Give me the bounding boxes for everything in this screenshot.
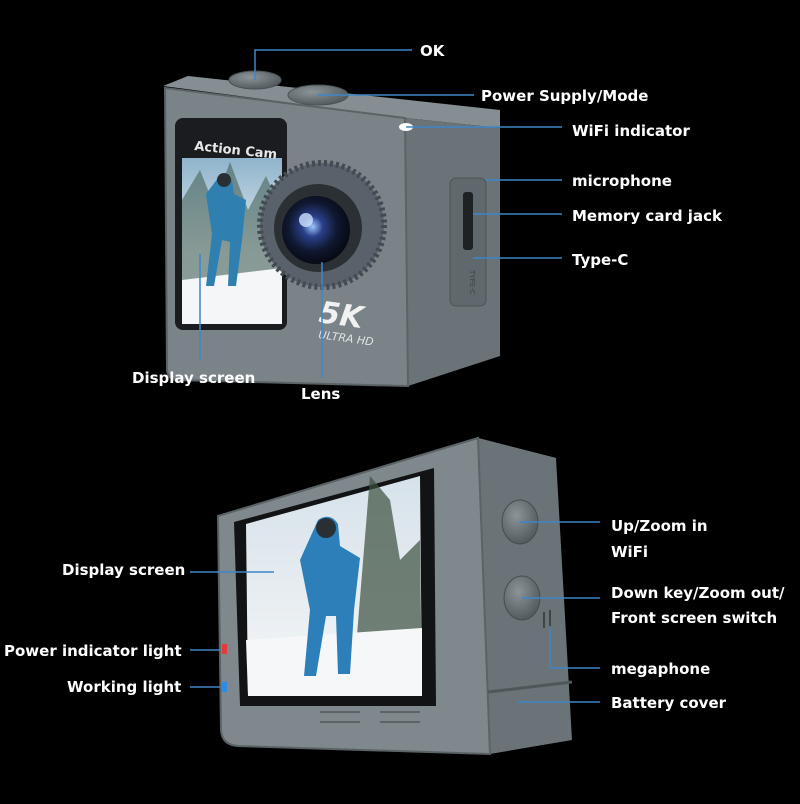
label-down-zoom-line1: Down key/Zoom out/ — [611, 584, 785, 602]
label-microphone: microphone — [572, 172, 672, 190]
memory-card-slot-icon — [463, 192, 473, 250]
battery-cover-seam — [487, 680, 573, 694]
bottom-camera — [216, 436, 573, 756]
label-wifi-indicator: WiFi indicator — [572, 122, 690, 140]
label-power-indicator: Power indicator light — [4, 642, 182, 660]
label-megaphone: megaphone — [611, 660, 711, 678]
label-power-mode: Power Supply/Mode — [481, 87, 649, 105]
leader-megaphone — [549, 628, 600, 669]
badge-5k: 5K — [317, 295, 368, 336]
label-up-zoom-line2: WiFi — [611, 543, 649, 561]
lens-glass — [282, 196, 350, 264]
label-working-light: Working light — [67, 678, 182, 696]
leader-ok — [254, 49, 412, 80]
skier-figure-bottom — [300, 516, 360, 676]
label-battery-cover: Battery cover — [611, 694, 727, 712]
top-camera: TYPE-C Action Cam 5K ULTRA HD — [163, 70, 500, 388]
power-indicator-light — [222, 644, 227, 654]
label-ok: OK — [420, 42, 445, 60]
side-port-text: TYPE-C — [468, 269, 476, 295]
label-type-c: Type-C — [572, 251, 629, 269]
label-bottom-display-screen: Display screen — [62, 561, 186, 579]
label-down-zoom-line2: Front screen switch — [611, 609, 778, 627]
label-memory-card: Memory card jack — [572, 207, 722, 225]
label-up-zoom-line1: Up/Zoom in — [611, 517, 708, 535]
working-indicator-light — [222, 682, 227, 692]
leader-lines — [190, 49, 600, 703]
label-top-display-screen: Display screen — [132, 369, 256, 387]
skier-figure-top — [206, 175, 246, 286]
megaphone-grille — [543, 610, 551, 628]
label-lens: Lens — [301, 385, 341, 403]
